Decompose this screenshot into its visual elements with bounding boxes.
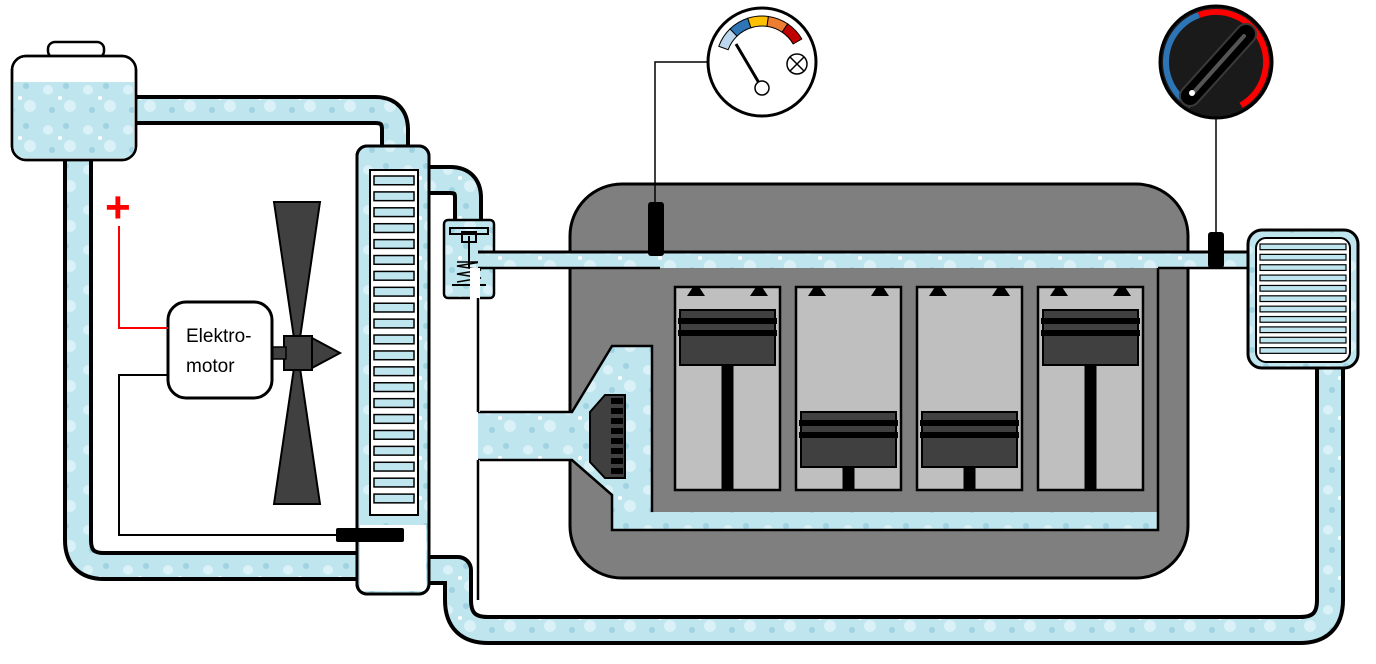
radiator-fin [373,461,415,472]
radiator-fin [373,318,415,329]
heater-core-fin [1259,243,1347,251]
motor-label-line1: Elektro- [186,326,251,347]
intake-valve [1050,287,1068,296]
radiator-fin [373,445,415,456]
cooling-fan [267,201,343,505]
radiator-fin [373,222,415,234]
piston-ring [678,330,777,336]
fan-blade-lower [272,367,322,505]
radiator-fin [373,238,415,250]
intake-valve [808,287,826,296]
pump-vane [611,418,623,424]
radiator-fin [373,413,415,425]
radiator-fins [373,175,415,504]
exhaust-valve [750,287,768,296]
knob-scale-hot [1197,9,1269,108]
cylinder [794,285,903,492]
pump-impeller-vanes [611,398,623,474]
motor-label-line2: motor [186,356,235,377]
heater-core-fin [1259,336,1347,344]
fan-nose-cone [311,336,343,370]
positive-terminal-symbol: + [105,183,131,232]
pump-vane [611,428,623,434]
gauge-needle [734,43,764,89]
cylinder [1036,285,1145,492]
radiator-temperature-switch [336,528,404,542]
engine-water-jacket [478,252,1250,530]
radiator-fin [373,302,415,313]
pump-vane [611,468,623,474]
heater-valve [1208,232,1224,268]
radiator-fin [373,350,415,361]
temperature-sender [648,202,664,256]
exhaust-valve [992,287,1010,296]
piston-ring [920,420,1019,426]
heater-core-fin [1259,326,1347,334]
pump-vane [611,458,623,464]
heater-core-fin [1259,315,1347,323]
connecting-rod [1084,350,1097,490]
heater-core-fin [1259,295,1347,303]
cylinder [673,285,782,492]
radiator-fin [373,477,415,488]
radiator-fin [373,334,415,345]
piston-ring [1041,330,1140,336]
radiator-fin [373,366,415,377]
heater-core-fin [1259,305,1347,313]
expansion-tank [10,40,138,162]
radiator-fin [373,493,415,504]
radiator-fin [373,429,415,440]
gauge-sensor-wire [654,61,708,205]
gauge-scale-segment [747,15,769,29]
coolant-pipes [63,95,1345,645]
pump-vane [611,408,623,414]
heater-core-fin [1259,347,1347,354]
radiator-fin [373,175,415,186]
intake-valve [929,287,947,296]
fan-blade-upper [272,201,322,339]
pump-vane [611,398,623,404]
heater-core-fin [1259,284,1347,292]
cylinder [915,285,1024,492]
motor-wiring: + [105,183,340,536]
water-pump [589,394,626,479]
heater-core-fins [1259,243,1347,354]
temperature-gauge [648,6,818,256]
piston-ring [678,318,777,324]
gauge-scale-segment [781,23,803,45]
radiator-fin [373,254,415,266]
radiator-fin [373,191,415,202]
exhaust-valve [1113,287,1131,296]
pump-vane [611,438,623,444]
positive-wire [118,226,168,329]
piston-ring [799,420,898,426]
piston-ring [920,432,1019,438]
electric-motor: Elektro- motor [166,300,274,400]
pump-vane [611,448,623,454]
radiator-fin [373,286,415,297]
heater-control-knob[interactable] [1158,4,1274,268]
ground-wire [118,374,340,536]
heater-core-fin [1259,253,1347,261]
gauge-scale [718,15,803,51]
piston-ring [799,432,898,438]
exhaust-valve [871,287,889,296]
intake-valve [687,287,705,296]
connecting-rod [721,350,734,490]
heater-core-fin [1259,274,1347,282]
warning-lamp-icon [786,53,808,75]
engine-cylinders [673,285,1145,492]
fan-hub [283,335,313,371]
piston-ring [1041,318,1140,324]
radiator-fin [373,382,415,393]
heater-core [1246,228,1360,370]
radiator-fin [373,207,415,218]
radiator-fin [373,270,415,281]
radiator-fin [373,397,415,409]
radiator [336,144,431,596]
heater-core-fin [1259,264,1347,272]
